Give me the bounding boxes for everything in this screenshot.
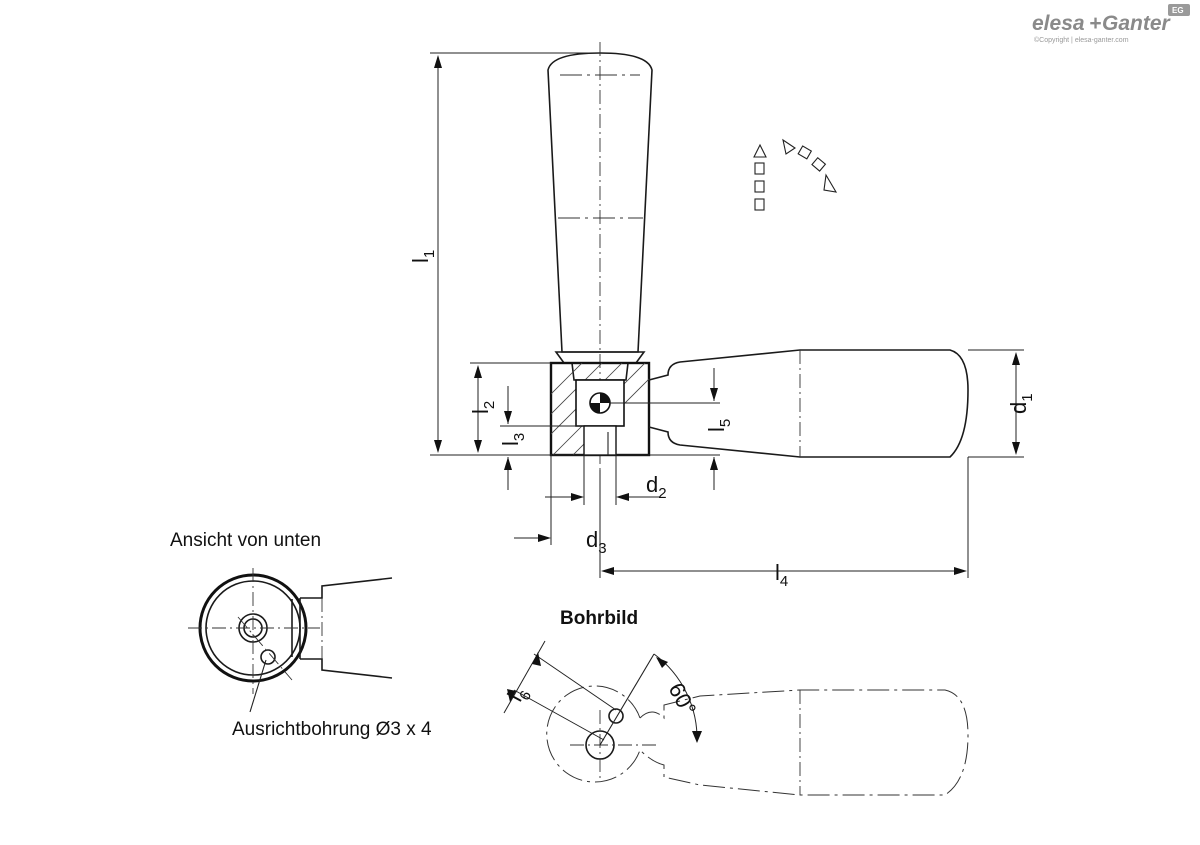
- dimension-lines: [430, 52, 1024, 578]
- drill-pattern-view: [503, 640, 969, 796]
- dim-label-angle: 60°: [664, 679, 702, 720]
- dim-label-d2: d2: [646, 472, 667, 502]
- caption-drill-pattern: Bohrbild: [560, 608, 638, 629]
- svg-text:l2: l2: [468, 401, 498, 414]
- dim-label-l6: l6: [502, 682, 535, 708]
- logo-copyright: ©Copyright | elesa-ganter.com: [1034, 36, 1129, 44]
- svg-text:d3: d3: [586, 527, 607, 557]
- crank-arm-side: [648, 349, 969, 458]
- rotation-direction-icon: [753, 138, 838, 211]
- caption-bottom-view: Ansicht von unten: [170, 530, 321, 551]
- logo-brand-right: Ganter: [1102, 12, 1172, 35]
- dim-label-l4: l4: [775, 560, 788, 590]
- svg-text:l5: l5: [704, 419, 734, 432]
- svg-text:l3: l3: [498, 433, 528, 446]
- logo-plus: +: [1089, 12, 1101, 35]
- svg-text:d2: d2: [646, 472, 667, 502]
- svg-text:l1: l1: [408, 250, 438, 263]
- dim-label-l3: l3: [498, 433, 528, 446]
- dim-label-d3: d3: [586, 527, 607, 557]
- dim-label-l5: l5: [704, 419, 734, 432]
- logo-brand-left: elesa: [1032, 12, 1085, 35]
- dim-label-l1: l1: [408, 250, 438, 263]
- logo-badge-box: [1168, 4, 1190, 16]
- logo-badge-text: EG: [1172, 6, 1184, 15]
- svg-text:d1: d1: [1006, 393, 1036, 414]
- caption-alignment-hole: Ausrichtbohrung Ø3 x 4: [232, 719, 432, 740]
- bottom-view: [188, 568, 393, 713]
- elesa-ganter-logo: elesa + Ganter EG ©Copyright | elesa-gan…: [1032, 4, 1190, 44]
- dim-label-d1: d1: [1006, 393, 1036, 414]
- hub-section: [549, 361, 651, 457]
- svg-text:l4: l4: [775, 560, 788, 590]
- dim-label-l2: l2: [468, 401, 498, 414]
